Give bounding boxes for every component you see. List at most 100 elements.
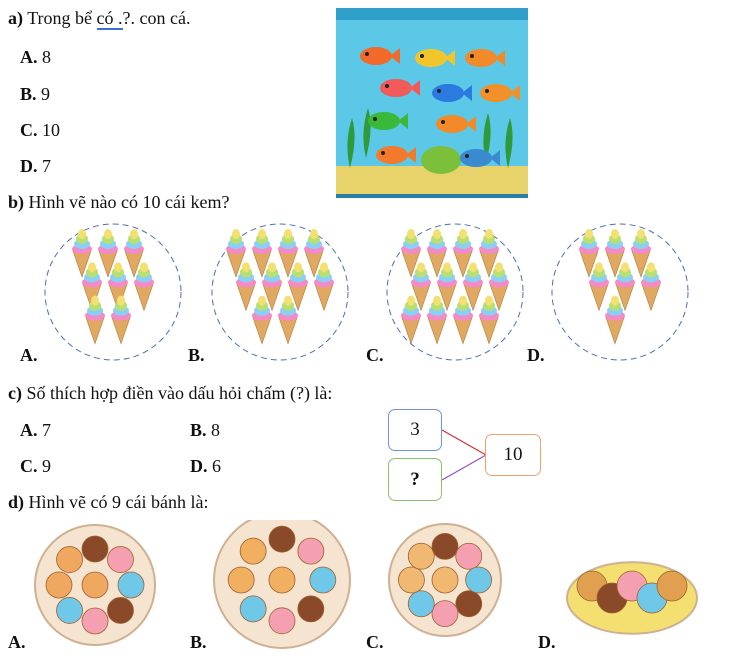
dashed-circle [211, 223, 349, 361]
cake-icon [56, 546, 83, 573]
cake-icon [297, 595, 325, 623]
cake-icon [227, 566, 255, 594]
question-b: b) Hình vẽ nào có 10 cái kem? [8, 192, 230, 212]
aquarium-image [336, 8, 528, 198]
option-d-B: B. [190, 632, 207, 652]
option-c-B: B. 8 [190, 420, 221, 440]
cake-icon [117, 571, 145, 599]
cake-icon [45, 571, 73, 599]
ice-cream-icon [401, 229, 421, 278]
ice-cream-icon [236, 262, 256, 312]
ice-cream-icon [631, 229, 651, 278]
ice-cream-icon [304, 229, 324, 278]
ice-cream-icon [134, 262, 154, 312]
ice-cream-icon [427, 229, 447, 278]
cake-icon [107, 546, 134, 573]
cake-icon [297, 537, 325, 565]
cake-icon [656, 570, 688, 602]
ice-cream-icon [479, 229, 499, 278]
question-d: d) Hình vẽ có 9 cái bánh là: [8, 492, 209, 512]
fish-icon [360, 47, 400, 65]
ice-cream-icon [252, 295, 272, 345]
question-a: a) Trong bể có .?. con cá. [8, 8, 191, 30]
ice-cream-icon [288, 262, 308, 312]
cake-icon [431, 600, 459, 627]
cake-icon [431, 532, 459, 560]
cake-icon [239, 537, 267, 565]
ice-cream-icon [124, 229, 144, 278]
ice-cream-icon [427, 295, 447, 345]
option-a-B: B. 9 [20, 84, 51, 104]
option-d-C: C. [366, 632, 384, 652]
ice-cream-icon [278, 229, 298, 278]
ice-cream-icon [605, 295, 625, 345]
dashed-circle [551, 223, 689, 361]
cake-icon [455, 542, 483, 570]
cake-icon [407, 542, 435, 570]
option-c-D: D. 6 [190, 456, 221, 476]
ice-cream-icon [641, 262, 661, 312]
fish-icon [368, 112, 408, 130]
dashed-circle [386, 223, 524, 361]
fish-icon [465, 49, 505, 67]
part-box-1: 3 [388, 409, 442, 451]
option-a-D: D. 7 [20, 156, 51, 176]
cake-icon [431, 566, 459, 594]
cake-icon [397, 566, 425, 594]
cake-icon [455, 590, 483, 618]
cake-icon [81, 571, 109, 599]
fish-icon [432, 84, 472, 102]
option-c-C: C. 9 [20, 456, 51, 476]
cake-icon [107, 597, 134, 624]
fish-icon [380, 79, 420, 97]
fish-icon [436, 115, 476, 133]
option-b-B: B. [188, 345, 205, 365]
option-b-D: D. [527, 345, 545, 365]
fish-icon [376, 146, 416, 164]
ice-cream-icon [85, 295, 105, 345]
option-d-D: D. [538, 632, 556, 652]
ice-cream-icon [314, 262, 334, 312]
option-a-C: C. 10 [20, 120, 60, 140]
cake-icon [81, 607, 109, 635]
cake-icon [81, 535, 109, 563]
ice-cream-icon [108, 262, 128, 312]
ice-cream-icon [278, 295, 298, 345]
cake-icon [309, 566, 337, 594]
whole-box: 10 [485, 434, 541, 476]
ice-cream-icon [98, 229, 118, 278]
connector-line-1 [441, 429, 487, 456]
question-c: c) Số thích hợp điền vào dấu hỏi chấm (?… [8, 383, 333, 403]
cake-icon [268, 607, 296, 635]
ice-cream-icon [453, 229, 473, 278]
connector-line-2 [441, 454, 487, 481]
ice-cream-icon [72, 229, 92, 278]
option-b-A: A. [20, 345, 38, 365]
ice-cream-icon [401, 295, 421, 345]
cake-icon [239, 595, 267, 623]
cake-icon [268, 566, 296, 594]
ice-cream-icon [252, 229, 272, 278]
fish-icon [480, 84, 520, 102]
ice-cream-icon [579, 229, 599, 278]
option-a-A: A. 8 [20, 47, 51, 67]
fish-icon [460, 149, 500, 167]
diagram-lines [441, 429, 487, 481]
ice-cream-icon [453, 295, 473, 345]
cake-icon [268, 525, 296, 553]
option-d-A: A. [8, 632, 26, 652]
ice-cream-groups [44, 223, 689, 361]
ice-cream-icon [615, 262, 635, 312]
cake-plates [34, 520, 698, 649]
ice-cream-icon [226, 229, 246, 278]
ice-cream-icon [605, 229, 625, 278]
ice-cream-icon [589, 262, 609, 312]
ice-cream-icon [411, 262, 431, 312]
ice-cream-icon [489, 262, 509, 312]
cake-icon [56, 597, 83, 624]
ice-cream-icon [82, 262, 102, 312]
ice-cream-icon [111, 295, 131, 345]
ice-cream-icon [437, 262, 457, 312]
option-b-C: C. [366, 345, 384, 365]
